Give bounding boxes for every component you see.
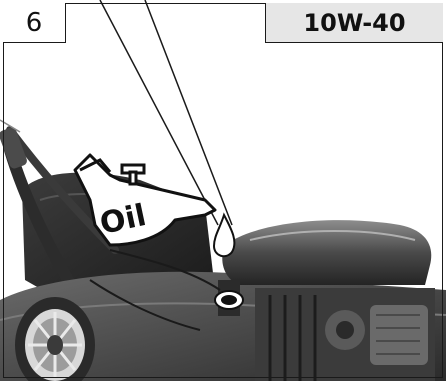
mower-wheel	[15, 297, 95, 381]
oil-filler-neck	[214, 280, 244, 316]
oil-can-icon: Oil	[73, 153, 217, 247]
engine-block	[255, 288, 435, 381]
panel-border	[3, 3, 443, 378]
step-number: 6	[3, 3, 66, 43]
oil-grade-label: 10W-40	[265, 3, 443, 43]
oil-drop-icon	[212, 212, 236, 258]
engine-hood	[222, 220, 432, 285]
